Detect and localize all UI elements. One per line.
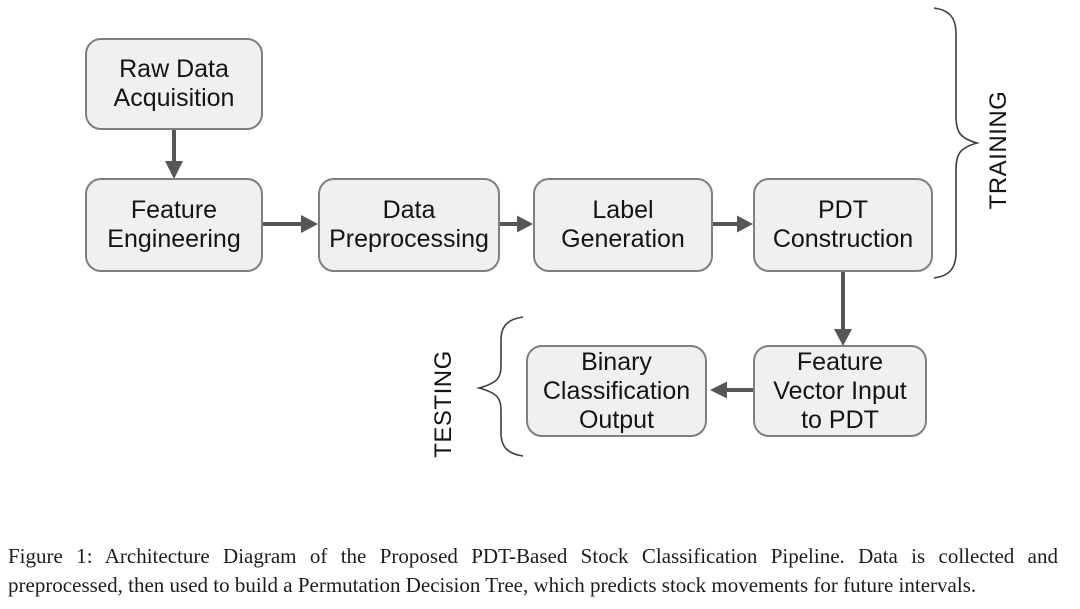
- arrow-feature-vector-to-binary-output: [710, 381, 753, 399]
- box-raw-data-acquisition: Raw Data Acquisition: [85, 38, 263, 130]
- box-feature-engineering: Feature Engineering: [85, 178, 263, 272]
- training-brace: [933, 7, 980, 279]
- figure-caption: Figure 1: Architecture Diagram of the Pr…: [8, 542, 1058, 600]
- box-feature-vector-input-to-pdt: Feature Vector Input to PDT: [753, 345, 927, 437]
- training-phase-label: TRAINING: [985, 90, 1012, 210]
- arrow-feature-engineering-to-data-preprocessing: [263, 215, 318, 233]
- arrow-pdt-construction-to-feature-vector: [834, 272, 852, 346]
- box-label-generation: Label Generation: [533, 178, 713, 272]
- box-binary-classification-output: Binary Classification Output: [526, 345, 707, 437]
- arrow-label-generation-to-pdt-construction: [713, 215, 753, 233]
- arrow-raw-to-feature-engineering: [165, 130, 183, 179]
- testing-brace: [475, 316, 524, 457]
- figure-caption-line-2: preprocessed, then used to build a Permu…: [8, 573, 977, 597]
- box-data-preprocessing: Data Preprocessing: [318, 178, 500, 272]
- testing-phase-label: TESTING: [430, 350, 457, 458]
- box-pdt-construction: PDT Construction: [753, 178, 933, 272]
- figure-caption-line-1: Figure 1: Architecture Diagram of the Pr…: [8, 544, 1058, 568]
- arrow-data-preprocessing-to-label-generation: [500, 215, 533, 233]
